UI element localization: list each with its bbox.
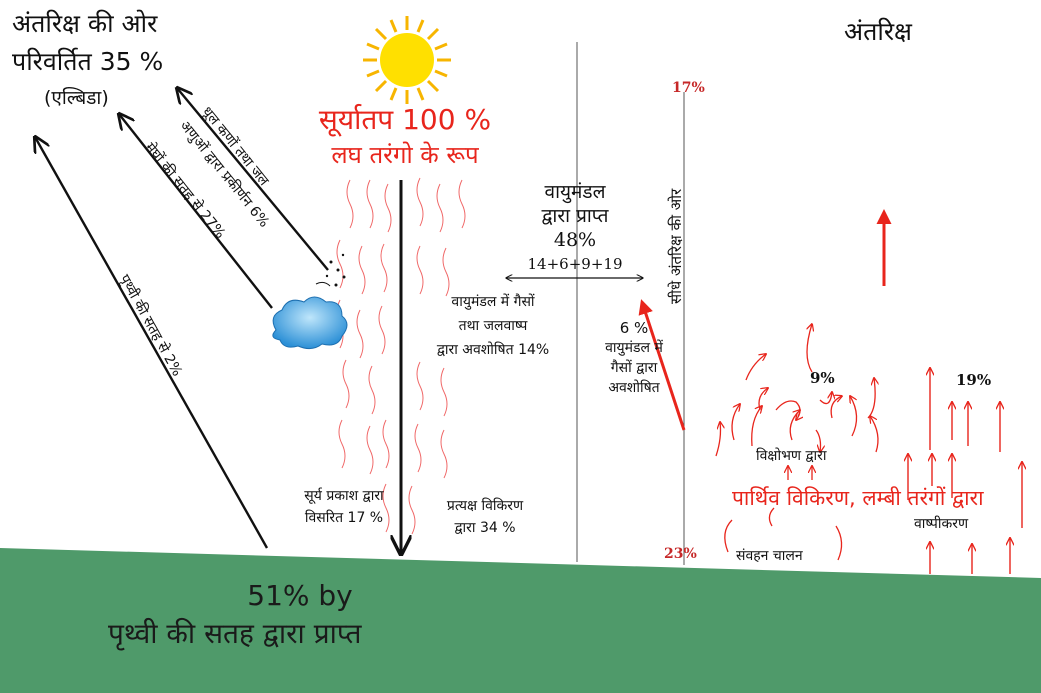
percent-9-label: 9%	[810, 369, 835, 387]
sun-icon	[363, 16, 451, 104]
turbulence-label: विक्षोभण द्वारा	[756, 448, 827, 464]
direct-to-space-label: सीधे अंतरिक्ष की ओर	[667, 188, 685, 304]
absorbed-gases-1: वायुमंडल में गैसों	[451, 294, 535, 310]
gas-absorbed-4: अवशोषित	[608, 380, 660, 396]
dust-scatter-arrow	[177, 88, 329, 271]
atmosphere-received-sum: 14+6+9+19	[527, 255, 623, 273]
insolation-title: सूर्यातप 100 %	[318, 103, 492, 136]
atmosphere-received-1: वायुमंडल	[544, 181, 606, 203]
space-label: अंतरिक्ष	[844, 17, 912, 46]
direct-to-space-arrow	[638, 299, 686, 431]
percent-23-label: 23%	[664, 546, 697, 562]
shortwave-rays	[336, 177, 466, 535]
absorbed-gases-3: द्वारा अवशोषित 14%	[436, 342, 550, 358]
insolation-subtitle: लघ तरंगो के रूप	[331, 141, 479, 169]
cloud-reflection-arrow	[119, 114, 273, 309]
earth-received-line1: 51% by	[247, 579, 353, 612]
cloud-icon	[272, 296, 348, 350]
direct-radiation-label-2: द्वारा 34 %	[454, 520, 516, 536]
atmosphere-received-2: द्वारा प्राप्त	[541, 205, 609, 227]
direct-radiation-label-1: प्रत्यक्ष विकिरण	[446, 498, 524, 514]
terrestrial-radiation-label: पार्थिव विकिरण, लम्बी तरंगों द्वारा	[732, 486, 984, 510]
percent-19-label: 19%	[956, 371, 992, 389]
evaporation-label: वाष्पीकरण	[914, 516, 969, 532]
diffused-label-1: सूर्य प्रकाश द्वारा	[304, 488, 384, 504]
dust-particles-icon	[315, 253, 346, 287]
evaporation-arrows	[908, 368, 1022, 574]
space-return-line1: अंतरिक्ष की ओर	[12, 9, 158, 38]
gas-absorbed-3: गैसों द्वारा	[610, 360, 658, 376]
atmosphere-received-percent: 48%	[553, 229, 597, 251]
percent-17-label: 17%	[672, 80, 705, 96]
earth-surface	[0, 548, 1041, 693]
space-return-line2: परिवर्तित 35 %	[12, 47, 164, 76]
earth-reflection-arrow	[35, 137, 269, 549]
albedo-label: (एल्बिडा)	[44, 87, 109, 109]
gas-absorbed-percent: 6 %	[619, 319, 649, 337]
diffused-label-2: विसरित 17 %	[304, 510, 384, 526]
gas-absorbed-2: वायुमंडल में	[605, 340, 663, 356]
convection-arrows	[715, 324, 878, 561]
convection-label: संवहन चालन	[736, 548, 803, 564]
absorbed-gases-2: तथा जलवाष्प	[458, 318, 528, 334]
earth-received-line2: पृथ्वी की सतह द्वारा प्राप्त	[108, 617, 362, 650]
